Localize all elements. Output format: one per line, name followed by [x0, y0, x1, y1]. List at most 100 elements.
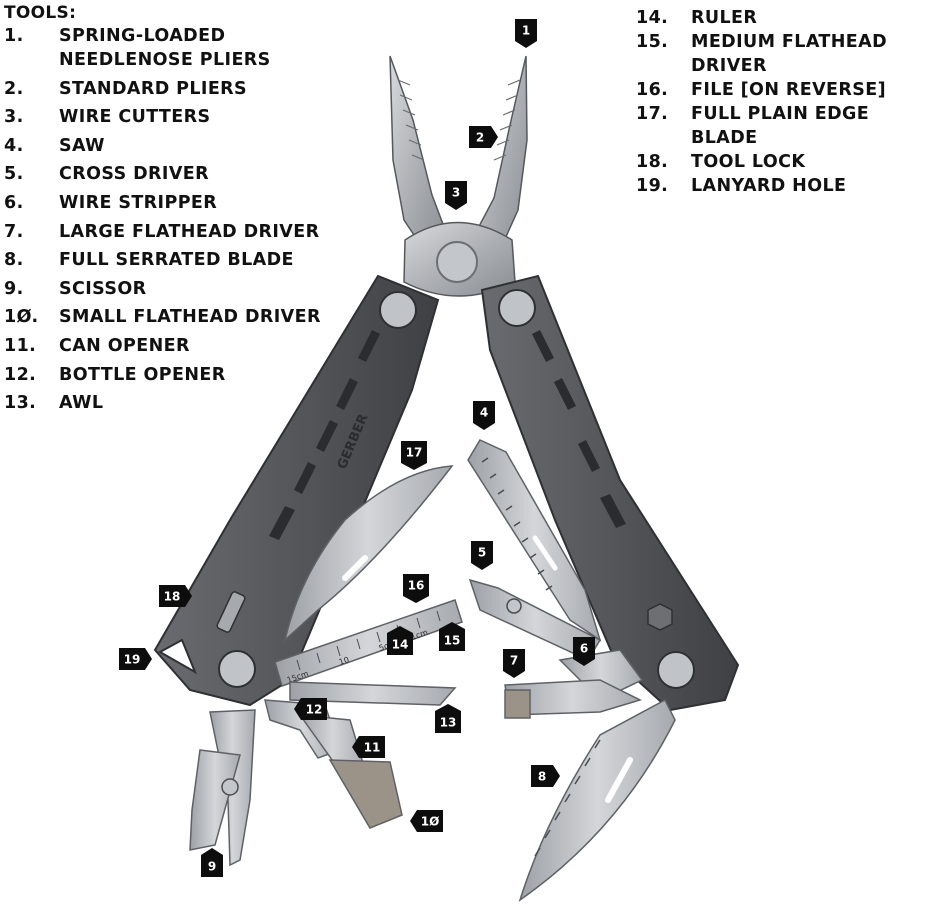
callout-label: 1Ø — [421, 815, 440, 829]
large-flathead-driver — [504, 679, 643, 719]
tool-name: SMALL FLATHEAD DRIVER — [59, 307, 321, 328]
left-tool-item: 4.SAW — [4, 134, 364, 158]
callout-label: 8 — [538, 770, 546, 784]
left-handle-screw-top — [379, 291, 417, 329]
callout-marker: 8 — [531, 765, 560, 787]
callout-shape — [445, 181, 467, 210]
callout-label: 4 — [480, 406, 488, 420]
callout-marker: 18 — [159, 585, 192, 607]
tool-number: 3. — [4, 107, 24, 128]
left-tool-item: 7.LARGE FLATHEAD DRIVER — [4, 220, 364, 244]
small-flathead-driver — [328, 759, 403, 829]
tool-number: 14. — [636, 8, 669, 28]
callout-shape — [439, 622, 465, 651]
callout-shape — [294, 698, 327, 720]
left-handle-screw-bottom — [218, 650, 256, 688]
callout-shape — [410, 810, 443, 832]
tool-name: LARGE FLATHEAD DRIVER — [59, 221, 320, 242]
callout-label: 6 — [580, 642, 588, 656]
scissor — [189, 709, 256, 867]
callout-shape — [435, 704, 461, 733]
tool-name: AWL — [59, 393, 104, 414]
callout-shape — [515, 19, 537, 48]
right-handle-screw-top — [498, 289, 536, 327]
callout-shape — [573, 637, 595, 666]
left-tool-item: 5. CROSS DRIVER — [4, 162, 364, 186]
callout-label: 13 — [440, 716, 457, 730]
left-tool-item: 3.WIRE CUTTERS — [4, 105, 364, 129]
serrated-blade — [518, 698, 676, 902]
needlenose-pliers-jaws — [389, 55, 528, 297]
tool-name: FULL SERRATED BLADE — [59, 250, 294, 271]
left-tool-item: 12. BOTTLE OPENER — [4, 363, 364, 387]
callout-marker: 11 — [352, 736, 385, 758]
tool-number: 12. — [4, 364, 37, 385]
tool-lock — [216, 591, 246, 633]
callout-label: 2 — [476, 131, 484, 145]
right-handle-screw-bottom — [657, 651, 695, 689]
left-jaw — [389, 55, 447, 252]
saw — [467, 439, 602, 642]
lanyard-hole — [157, 638, 198, 675]
tools-heading: TOOLS: — [4, 3, 77, 23]
tool-name: LANYARD HOLE — [691, 176, 847, 196]
callout-label: 16 — [408, 579, 425, 593]
left-tool-item: 13.AWL — [4, 391, 364, 415]
tool-name: BOTTLE OPENER — [59, 364, 226, 385]
left-tool-item: 6. WIRE STRIPPER — [4, 191, 364, 215]
callout-shape — [401, 441, 427, 470]
tool-number: 4. — [4, 135, 24, 156]
tool-name: CROSS DRIVER — [59, 164, 209, 185]
tool-number: 18. — [636, 152, 669, 172]
tool-name: CAN OPENER — [59, 335, 190, 356]
callout-marker: 17 — [401, 441, 427, 470]
left-tool-item: 9.SCISSOR — [4, 277, 364, 301]
left-handle: GERBER — [153, 274, 440, 707]
callout-label: 12 — [306, 703, 323, 717]
right-tool-item: 18. TOOL LOCK — [636, 150, 930, 174]
callout-label: 14 — [392, 638, 409, 652]
tool-number: 1Ø. — [4, 307, 39, 328]
plain-edge-blade — [283, 465, 454, 643]
pivot-screw — [436, 241, 478, 283]
right-tool-item: 14. RULER — [636, 6, 930, 30]
tool-name: MEDIUM FLATHEAD DRIVER — [691, 32, 888, 76]
tool-name: STANDARD PLIERS — [59, 78, 248, 99]
callout-marker: 1Ø — [410, 810, 443, 832]
right-jaw — [475, 55, 528, 252]
callout-marker: 3 — [445, 181, 467, 210]
right-tool-item: 17.FULL PLAIN EDGE BLADE — [636, 102, 930, 150]
tool-name: RULER — [691, 8, 758, 28]
callout-shape — [531, 765, 560, 787]
callout-label: 18 — [164, 590, 181, 604]
ruler-tool: 15cm 10 5cm 1cm — [274, 599, 463, 687]
tool-number: 2. — [4, 78, 24, 99]
tool-number: 9. — [4, 278, 24, 299]
tool-name: TOOL LOCK — [691, 152, 806, 172]
callout-shape — [201, 848, 223, 877]
callout-marker: 4 — [473, 401, 495, 430]
callout-label: 17 — [406, 446, 423, 460]
right-tool-item: 19.LANYARD HOLE — [636, 174, 930, 198]
ruler-mark-10: 10 — [338, 655, 351, 667]
callout-marker: 9 — [201, 848, 223, 877]
left-tool-item: 1.SPRING-LOADED NEEDLENOSE PLIERS — [4, 24, 364, 72]
callout-marker: 2 — [469, 126, 498, 148]
callout-label: 1 — [522, 24, 530, 38]
tools-list-left: TOOLS: 1.SPRING-LOADED NEEDLENOSE PLIERS… — [4, 2, 364, 420]
callout-marker: 14 — [387, 626, 413, 655]
callout-marker: 6 — [573, 637, 595, 666]
tool-number: 5. — [4, 164, 24, 185]
tool-number: 1. — [4, 26, 24, 46]
left-tool-item: 2. STANDARD PLIERS — [4, 77, 364, 101]
callout-marker: 16 — [403, 574, 429, 603]
callout-shape — [469, 126, 498, 148]
tool-name: WIRE STRIPPER — [59, 192, 218, 213]
callout-label: 7 — [510, 654, 518, 668]
tool-number: 17. — [636, 104, 669, 124]
right-tool-item: 15.MEDIUM FLATHEAD DRIVER — [636, 30, 930, 78]
tool-number: 6. — [4, 192, 24, 213]
callout-marker: 1 — [515, 19, 537, 48]
